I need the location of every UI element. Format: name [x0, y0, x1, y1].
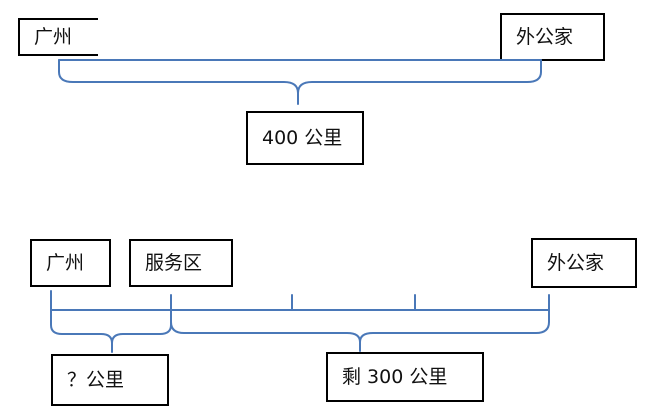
bottom-service-area-label: 服务区: [145, 251, 203, 274]
top-start-box: 广州: [18, 18, 98, 56]
bottom-remaining-distance-brace: [170, 309, 550, 352]
top-total-distance-label: 400 公里: [262, 126, 343, 149]
bottom-unknown-distance-box: ？公里: [51, 354, 169, 406]
top-end-label: 外公家: [516, 25, 574, 48]
bottom-remaining-distance-label: 剩 300 公里: [342, 365, 448, 388]
bottom-end-label: 外公家: [547, 251, 605, 274]
bottom-start-box: 广州: [30, 239, 111, 287]
bottom-start-label: 广州: [46, 251, 85, 274]
top-end-box: 外公家: [500, 13, 605, 61]
bottom-unknown-distance-brace: [50, 309, 172, 353]
top-distance-brace: [58, 59, 542, 105]
bottom-remaining-distance-box: 剩 300 公里: [326, 352, 484, 402]
bottom-unknown-distance-label: ？公里: [67, 368, 125, 391]
top-start-label: 广州: [34, 25, 73, 48]
bottom-service-area-box: 服务区: [129, 239, 233, 287]
top-total-distance-box: 400 公里: [246, 111, 364, 165]
bottom-end-box: 外公家: [531, 238, 637, 288]
